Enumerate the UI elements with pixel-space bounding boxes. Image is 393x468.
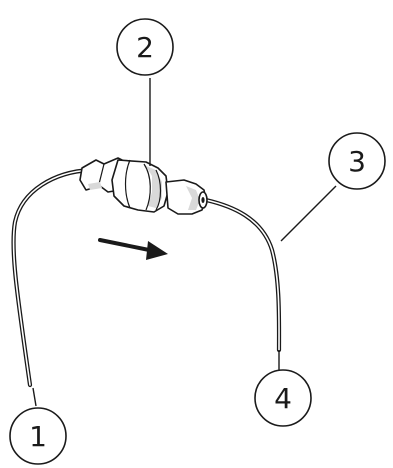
right-nut — [165, 179, 208, 215]
callout-3-label: 3 — [348, 145, 366, 178]
callout-2-label: 2 — [136, 31, 154, 64]
callout-4-label: 4 — [274, 382, 292, 415]
right-capillary-tube — [203, 197, 282, 353]
callout-4: 4 — [254, 369, 312, 427]
leader-line-3 — [280, 185, 337, 242]
callout-2: 2 — [116, 18, 174, 76]
flow-direction-arrow — [98, 238, 168, 260]
union-fitting — [79, 157, 208, 215]
left-capillary-tube — [11, 167, 93, 388]
union-body — [111, 159, 169, 213]
callout-1: 1 — [9, 407, 67, 465]
callout-3: 3 — [328, 132, 386, 190]
leader-line-1 — [32, 387, 37, 407]
callout-1-label: 1 — [29, 420, 47, 453]
